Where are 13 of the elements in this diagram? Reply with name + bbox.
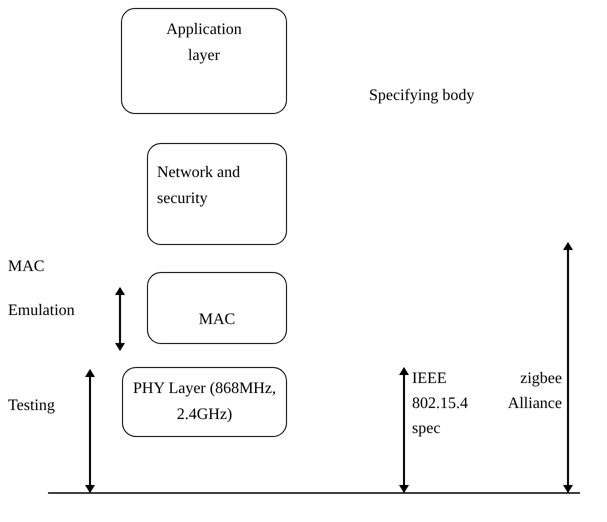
annotation-label: IEEE 802.15.4 spec [412,369,469,439]
annotation-label: MAC Emulation [8,257,76,321]
layer-name: Network and security [157,163,242,209]
layer-box [122,367,287,437]
layer-box [121,8,287,114]
layer-name: PHY Layer (868MHz, 2.4GHz) [132,379,277,425]
layer-name: MAC [198,310,236,330]
annotation-label: zigbee Alliance [506,369,562,414]
annotation-label: Testing [8,396,56,416]
layer-name: Application layer [165,20,243,66]
annotation-label: Specifying body [369,86,476,106]
layer-box [147,272,287,344]
layer-box [147,143,287,245]
